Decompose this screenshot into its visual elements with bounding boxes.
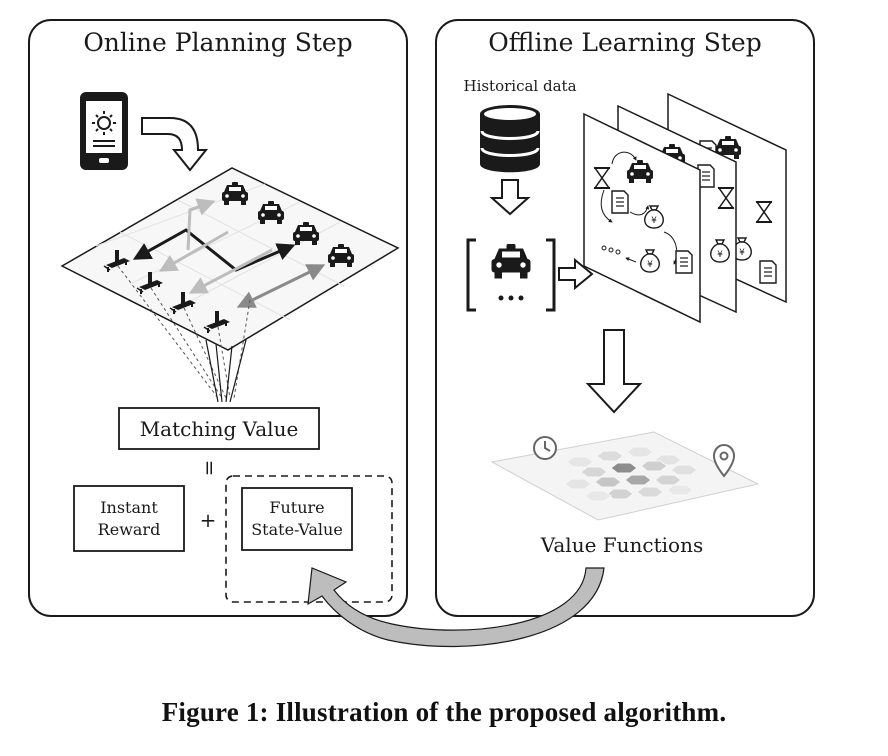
online-panel-title: Online Planning Step	[83, 28, 352, 57]
value-hex-cell	[636, 486, 664, 498]
future-state-value-box: Future State-Value	[241, 487, 353, 551]
smartphone-app-icon	[80, 92, 128, 170]
value-hex-cell	[666, 484, 694, 496]
trajectory-card-front	[583, 112, 701, 324]
value-hex-cell	[654, 474, 682, 486]
feedback-arrow	[307, 567, 605, 648]
value-hex-cell	[594, 476, 622, 488]
value-hex-cell	[566, 456, 594, 468]
value-hex-cell	[640, 460, 668, 472]
document-icon	[675, 250, 693, 274]
instant-reward-line-1: Instant	[100, 498, 158, 517]
down-arrow-small	[489, 179, 531, 216]
database-icon	[480, 105, 540, 173]
instant-reward-box: Instant Reward	[73, 485, 185, 552]
value-hex-cell	[624, 474, 652, 486]
offline-panel-title: Offline Learning Step	[488, 28, 761, 57]
future-state-value-line-1: Future	[269, 498, 324, 517]
value-hex-cell	[580, 466, 608, 478]
right-arrow-small	[558, 257, 594, 291]
instant-reward-line-2: Reward	[98, 520, 161, 539]
value-hex-cell	[564, 478, 592, 490]
city-map-plane	[60, 167, 400, 403]
clock-icon	[533, 436, 557, 460]
value-hex-cell	[584, 490, 612, 502]
value-hex-cell	[670, 464, 698, 476]
value-function-map	[490, 431, 760, 521]
online-planning-panel: Online Planning Step	[28, 19, 408, 617]
document-icon	[611, 190, 629, 214]
offline-learning-panel: Offline Learning Step Historical data	[435, 19, 815, 617]
future-state-value-line-2: State-Value	[251, 520, 343, 539]
value-hex-cell	[610, 462, 638, 474]
value-hex-cell	[596, 450, 624, 462]
value-hex-cell	[626, 446, 654, 458]
plus-sign: +	[200, 508, 217, 532]
matching-value-label: Matching Value	[140, 417, 299, 441]
value-hex-cell	[606, 488, 634, 500]
curved-down-arrow	[141, 117, 209, 172]
matching-value-box: Matching Value	[118, 407, 320, 450]
figure-caption: Figure 1: Illustration of the proposed a…	[161, 697, 727, 727]
down-arrow-large	[585, 329, 643, 414]
historical-data-label: Historical data	[463, 77, 576, 95]
equals-sign: =	[198, 460, 222, 477]
location-pin-icon	[712, 443, 736, 478]
taxi-trajectory-bracket	[466, 238, 556, 312]
value-functions-label: Value Functions	[540, 533, 703, 557]
